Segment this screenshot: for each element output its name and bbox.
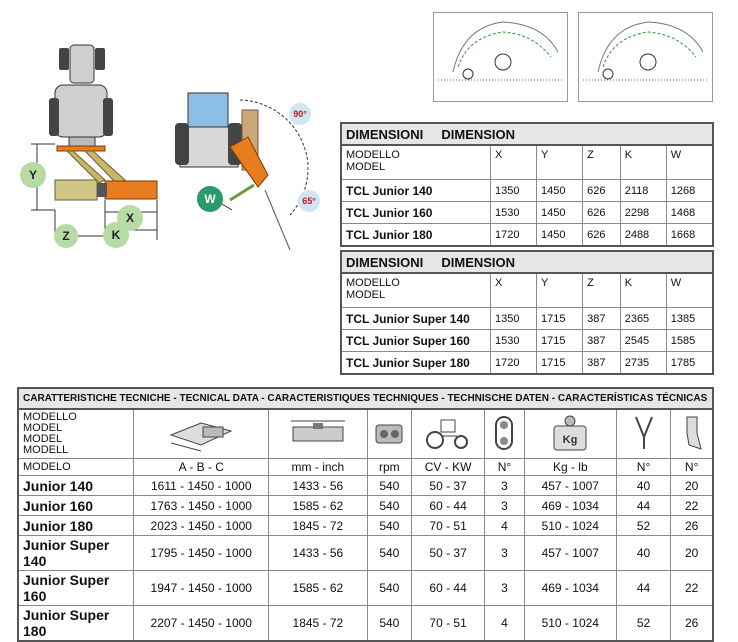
dimension-z-label: Z: [54, 224, 78, 248]
col-y: Y: [536, 144, 584, 180]
tractor-power-icon: [411, 408, 486, 459]
kg-icon-text: Kg: [563, 434, 578, 446]
hammer-blade-icon: [615, 408, 672, 459]
angle-65-label: 65°: [298, 190, 320, 212]
pto-gearbox-icon: [366, 408, 413, 459]
dimension-x-label: X: [117, 205, 143, 231]
dimension-w-label: W: [197, 186, 223, 212]
tractor-rear-view-diagram: [175, 92, 309, 251]
col-w: W: [665, 144, 714, 180]
flail-icon: [670, 408, 714, 459]
col-k: K: [619, 272, 667, 308]
col-x: X: [489, 144, 538, 180]
dimension-table-title: DIMENSIONI DIMENSION: [340, 250, 714, 274]
col-z: Z: [582, 272, 621, 308]
col-w: W: [665, 272, 714, 308]
col-x: X: [489, 272, 538, 308]
dimensions-icon: [133, 408, 270, 459]
tractor-top-view-diagram: [31, 44, 158, 240]
weight-icon: Kg: [523, 408, 617, 459]
rotor-diagram-1: [433, 12, 568, 102]
col-y: Y: [536, 272, 584, 308]
technical-data-table: CARATTERISTICHE TECNICHE - TECNICAL DATA…: [17, 387, 714, 642]
col-k: K: [619, 144, 667, 180]
col-z: Z: [582, 144, 621, 180]
dimension-table-title: DIMENSIONI DIMENSION: [340, 122, 714, 146]
belts-icon: [484, 408, 525, 459]
technical-data-header: CARATTERISTICHE TECNICHE - TECNICAL DATA…: [17, 387, 714, 410]
working-width-icon: [268, 408, 368, 459]
rotor-diagram-2: [578, 12, 713, 102]
angle-90-label: 90°: [289, 103, 311, 125]
dimension-y-label: Y: [20, 162, 46, 188]
